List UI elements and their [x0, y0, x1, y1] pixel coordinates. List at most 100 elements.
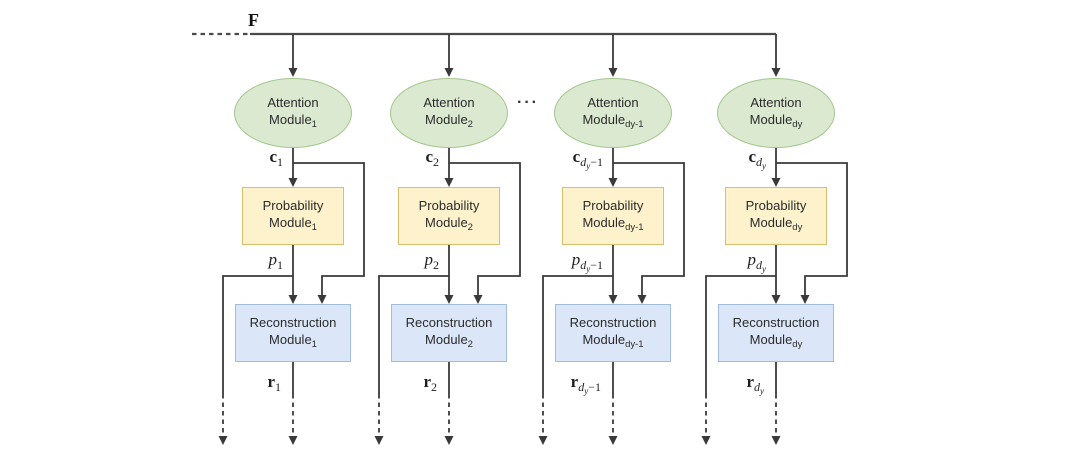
- label-sub-var: d: [754, 380, 760, 394]
- reconstruction-module-dy: Reconstruction Moduledy: [718, 304, 834, 362]
- attention-module-dy: Attention Moduledy: [717, 78, 835, 148]
- label-base: r: [746, 372, 754, 391]
- probability-module-2: Probability Module2: [398, 187, 500, 245]
- reconstruction-module-2-line2: Module2: [425, 331, 473, 350]
- attention-module-dy-1-line2: Moduledy-1: [582, 111, 644, 130]
- attention-module-dy-line1: Attention: [750, 94, 802, 110]
- label-base: p: [268, 250, 278, 269]
- r-label-dy: rdy: [634, 372, 764, 396]
- label-sub-text: 2: [433, 155, 439, 169]
- reconstruction-module-dy-1: Reconstruction Moduledy-1: [555, 304, 671, 362]
- label-sub-sub: y: [586, 264, 591, 274]
- label-base: r: [570, 372, 579, 391]
- attention-module-dy-line2: Moduledy: [749, 111, 803, 130]
- p-label-1: p1: [153, 250, 284, 274]
- reconstruction-module-dy-subscript: dy: [792, 338, 803, 350]
- label-sub-sub: y: [586, 161, 591, 171]
- label-sub-sub: y: [760, 386, 764, 396]
- c-label-dy-1: cdy−1: [473, 147, 603, 171]
- label-base: c: [425, 147, 433, 166]
- attention-module-2-subscript: 2: [467, 118, 473, 130]
- label-base: c: [748, 147, 756, 166]
- reconstruction-module-dy-1-subscript: dy-1: [625, 338, 644, 350]
- label-sub-sub: y: [584, 386, 589, 396]
- reconstruction-module-1-subscript: 1: [311, 338, 317, 350]
- probability-module-1-subscript: 1: [311, 221, 317, 233]
- reconstruction-module-dy-line2: Moduledy: [749, 331, 803, 350]
- col1-p-bypass-line: [222, 275, 293, 394]
- probability-module-dy: Probability Moduledy: [725, 187, 827, 245]
- reconstruction-module-2-subscript: 2: [467, 338, 473, 350]
- probability-module-dy-line1: Probability: [745, 197, 807, 213]
- reconstruction-module-dy-1-line1: Reconstruction: [569, 314, 657, 330]
- col3-p-bypass-line: [542, 275, 613, 394]
- label-sub-text: −1: [588, 380, 601, 394]
- col4-p-bypass-line: [705, 275, 776, 394]
- probability-module-dy-1-subscript: dy-1: [625, 221, 644, 233]
- attention-module-2-line1: Attention: [423, 94, 475, 110]
- label-base: p: [747, 250, 757, 269]
- attention-module-1-line1: Attention: [267, 94, 319, 110]
- label-base: c: [269, 147, 277, 166]
- label-base: r: [267, 372, 275, 391]
- c-label-1: c1: [153, 147, 283, 171]
- col4-c-bypass-arrow: [776, 162, 848, 304]
- r-label-2: r2: [307, 372, 437, 396]
- reconstruction-module-dy-line1: Reconstruction: [732, 314, 820, 330]
- label-sub-var: d: [578, 380, 585, 394]
- p-label-dy: pdy: [636, 250, 767, 274]
- p-label-dy-1: pdy−1: [473, 250, 603, 274]
- p-label-2: p2: [309, 250, 440, 274]
- label-sub-var: d: [580, 155, 587, 169]
- label-sub-var: d: [756, 258, 762, 272]
- reconstruction-module-2-line1: Reconstruction: [405, 314, 493, 330]
- probability-module-1-line1: Probability: [262, 197, 324, 213]
- reconstruction-module-1: Reconstruction Module1: [235, 304, 351, 362]
- probability-module-dy-1-line1: Probability: [582, 197, 644, 213]
- reconstruction-module-dy-1-line2: Moduledy-1: [582, 331, 644, 350]
- attention-module-1-line2: Module1: [269, 111, 317, 130]
- col1-c-bypass-arrow: [293, 162, 365, 304]
- label-base: p: [424, 250, 434, 269]
- attention-module-dy-1-line1: Attention: [587, 94, 639, 110]
- probability-module-2-line2: Module2: [425, 214, 473, 233]
- reconstruction-module-1-line1: Reconstruction: [249, 314, 337, 330]
- label-sub-text: 1: [275, 380, 281, 394]
- attention-module-1: Attention Module1: [234, 78, 352, 148]
- attention-module-1-subscript: 1: [311, 118, 317, 130]
- col3-c-bypass-arrow: [613, 162, 685, 304]
- probability-module-dy-subscript: dy: [792, 221, 803, 233]
- label-sub-var: d: [756, 155, 762, 169]
- label-sub-text: 1: [277, 258, 283, 272]
- label-sub-text: 1: [277, 155, 283, 169]
- attention-module-dy-subscript: dy: [792, 118, 803, 130]
- reconstruction-module-1-line2: Module1: [269, 331, 317, 350]
- col2-p-bypass-line: [378, 275, 449, 394]
- attention-module-dy-1-subscript: dy-1: [625, 118, 644, 130]
- r-label-1: r1: [151, 372, 281, 396]
- label-sub-text: 2: [431, 380, 437, 394]
- f-input-label: F: [248, 10, 259, 30]
- probability-module-1-line2: Module1: [269, 214, 317, 233]
- label-sub-text: −1: [590, 155, 603, 169]
- probability-module-2-line1: Probability: [418, 197, 480, 213]
- attention-module-2-line2: Module2: [425, 111, 473, 130]
- col2-c-bypass-arrow: [449, 162, 521, 304]
- probability-module-2-subscript: 2: [467, 221, 473, 233]
- label-sub-text: 2: [433, 258, 439, 272]
- probability-module-dy-1-line2: Moduledy-1: [582, 214, 644, 233]
- probability-module-1: Probability Module1: [242, 187, 344, 245]
- c-label-dy: cdy: [636, 147, 766, 171]
- label-base: r: [423, 372, 431, 391]
- probability-module-dy-line2: Moduledy: [749, 214, 803, 233]
- label-sub-sub: y: [762, 264, 766, 274]
- label-base: p: [571, 250, 581, 269]
- attention-module-dy-1: Attention Moduledy-1: [554, 78, 672, 148]
- label-base: c: [572, 147, 581, 166]
- label-sub-text: −1: [590, 258, 603, 272]
- label-sub-var: d: [580, 258, 587, 272]
- attention-module-2: Attention Module2: [390, 78, 508, 148]
- c-label-2: c2: [309, 147, 439, 171]
